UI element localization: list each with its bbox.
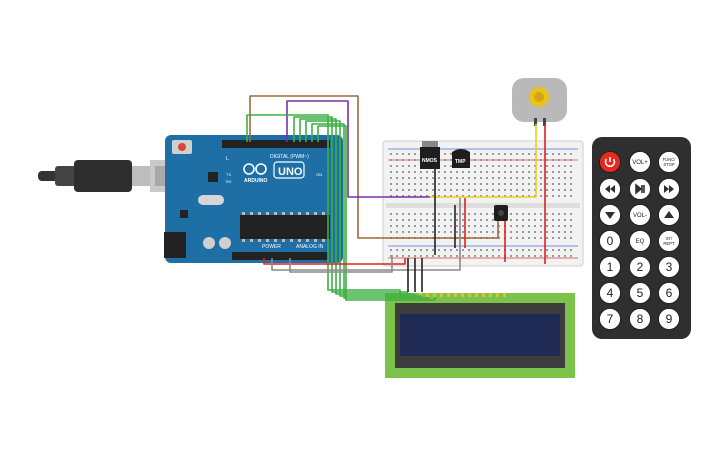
remote-button-vol-[interactable]: VOL+: [629, 151, 651, 173]
wire-green-1: [246, 114, 401, 297]
remote-button-label: EQ: [636, 239, 645, 245]
l-led-label: L: [226, 156, 229, 162]
remote-button-func-stop[interactable]: FUNC/STOP: [658, 151, 680, 173]
dc-motor: [512, 78, 567, 126]
remote-button-8[interactable]: 8: [629, 308, 651, 330]
remote-button-label: FUNC/STOP: [663, 157, 677, 167]
wire-brown: [249, 95, 499, 239]
down-arrow-icon: [605, 212, 615, 219]
remote-button-down-arrow[interactable]: [599, 204, 621, 226]
wire-red-power: [263, 258, 406, 265]
fast-forward-icon: [664, 185, 674, 193]
temperature-sensor: TMP: [452, 149, 470, 168]
wire-green-6: [317, 125, 436, 301]
remote-button-label: 1: [607, 260, 614, 274]
remote-button-fast-forward[interactable]: [658, 178, 680, 200]
remote-button-label: 7: [607, 312, 614, 326]
wire-green-3: [299, 118, 415, 297]
remote-button-0[interactable]: 0: [599, 230, 621, 252]
digital-header-label: DIGITAL (PWM~): [270, 154, 309, 160]
tx-led-label: TX: [226, 172, 231, 177]
power-header-label: POWER: [262, 244, 281, 250]
remote-button-3[interactable]: 3: [658, 256, 680, 278]
remote-button-label: 2: [637, 260, 644, 274]
ir-receiver: [494, 205, 508, 221]
remote-button-label: VOL-: [633, 213, 647, 219]
remote-button-label: ST/REPT: [663, 236, 675, 246]
remote-button-label: 6: [666, 286, 673, 300]
wire-green-5: [311, 123, 429, 299]
remote-button-label: VOL+: [632, 160, 648, 166]
wire-gray-1: [271, 198, 461, 271]
remote-button-5[interactable]: 5: [629, 282, 651, 304]
analog-header-label: ANALOG IN: [296, 244, 324, 250]
arduino-logo: [243, 163, 267, 175]
wire-green-4: [305, 120, 422, 297]
rx-led-label: RX: [226, 179, 232, 184]
play-pause-icon: [635, 183, 645, 195]
arduino-uno-board: DIGITAL (PWM~) POWER ANALOG IN L TX RX O…: [164, 135, 343, 263]
remote-button-up-arrow[interactable]: [658, 204, 680, 226]
remote-button-vol-[interactable]: VOL-: [629, 204, 651, 226]
rewind-icon: [605, 185, 615, 193]
mosfet-component: NMOS: [420, 141, 440, 169]
wire-yellow: [430, 124, 537, 198]
remote-button-label: 5: [637, 286, 644, 300]
remote-button-label: 3: [666, 260, 673, 274]
remote-button-label: 9: [666, 312, 673, 326]
remote-button-2[interactable]: 2: [629, 256, 651, 278]
remote-button-grid: VOL+ FUNC/STOP VOL- 0 EQ ST/REPT 1 2 3 4 5 6 7 8 9: [599, 151, 680, 330]
sensor-label: TMP: [455, 159, 466, 165]
wires: [246, 95, 546, 301]
remote-button-label: 4: [607, 286, 614, 300]
remote-button-power[interactable]: [599, 151, 621, 173]
remote-button-eq[interactable]: EQ: [629, 230, 651, 252]
wire-gray-2: [289, 255, 393, 273]
arduino-model-label: UNO: [278, 166, 303, 178]
ir-remote: VOL+ FUNC/STOP VOL- 0 EQ ST/REPT 1 2 3 4 5 6 7 8 9: [592, 137, 691, 339]
remote-button-7[interactable]: 7: [599, 308, 621, 330]
on-led-label: ON: [316, 172, 322, 177]
remote-button-play-pause[interactable]: [629, 178, 651, 200]
remote-button-rewind[interactable]: [599, 178, 621, 200]
remote-button-6[interactable]: 6: [658, 282, 680, 304]
wire-green-2: [293, 116, 408, 297]
up-arrow-icon: [664, 211, 674, 218]
remote-button-4[interactable]: 4: [599, 282, 621, 304]
remote-button-label: 0: [607, 234, 614, 248]
breadboard: NMOS TMP: [382, 140, 584, 267]
remote-button-label: 8: [637, 312, 644, 326]
lcd-display: [385, 293, 575, 378]
arduino-brand-label: ARDUINO: [244, 178, 267, 184]
mosfet-label: NMOS: [422, 158, 438, 164]
power-icon: [604, 157, 616, 168]
remote-button-9[interactable]: 9: [658, 308, 680, 330]
reset-button[interactable]: [178, 143, 186, 151]
remote-button-st-rept[interactable]: ST/REPT: [658, 230, 680, 252]
remote-button-1[interactable]: 1: [599, 256, 621, 278]
